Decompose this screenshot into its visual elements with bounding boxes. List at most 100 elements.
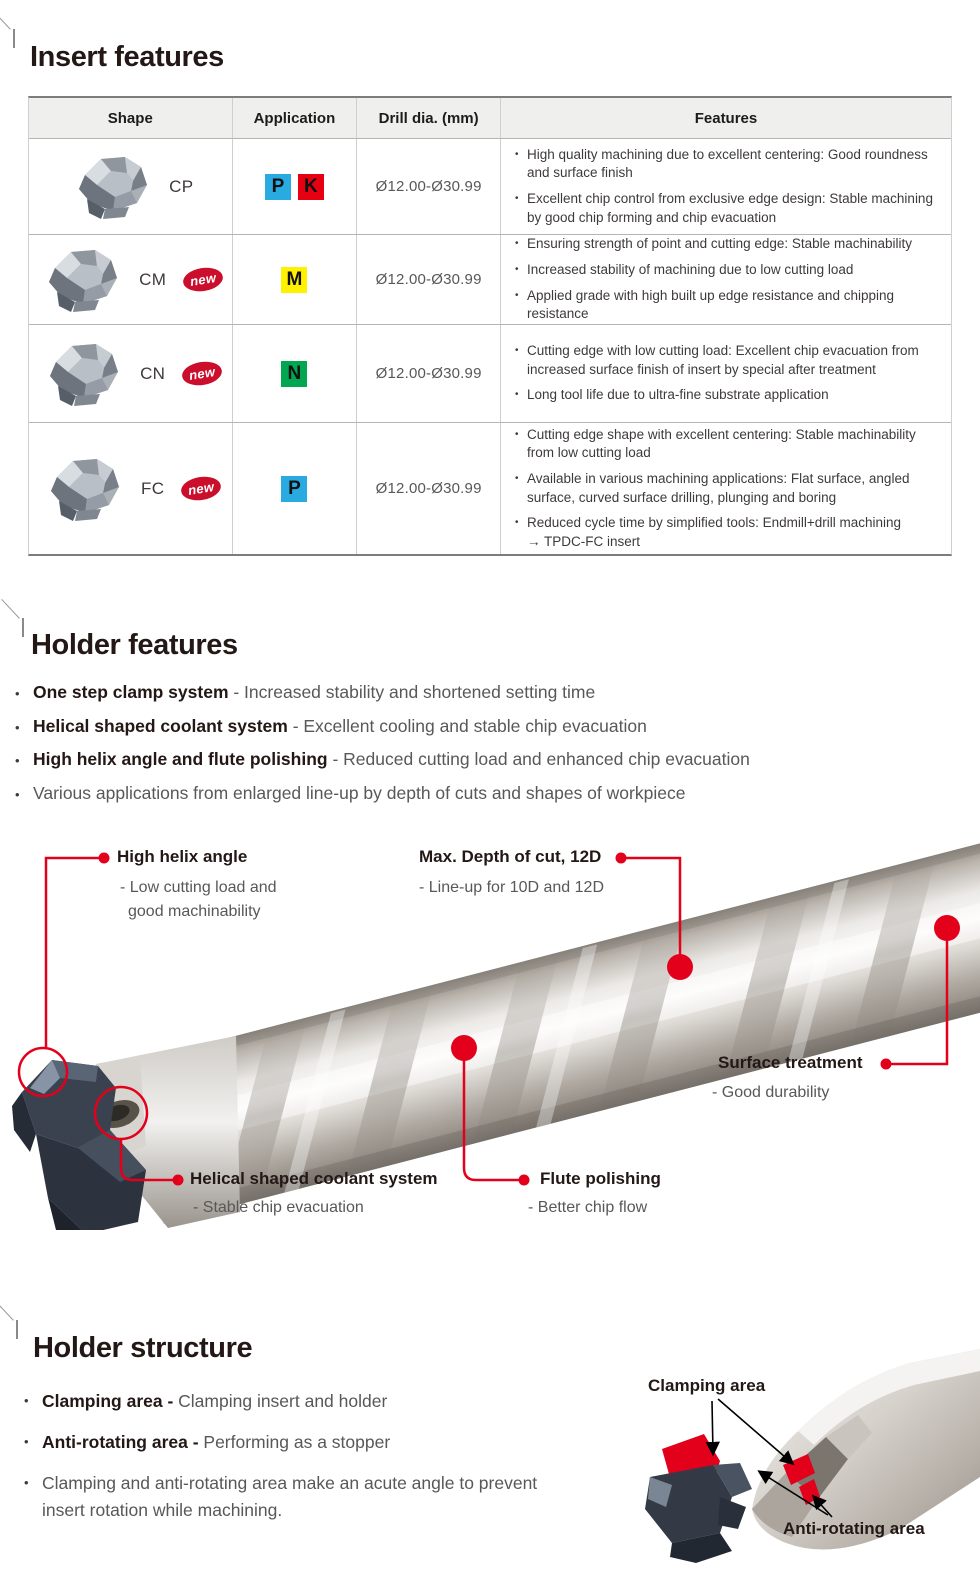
callout-line-coolant bbox=[119, 1139, 176, 1182]
new-badge: new bbox=[179, 473, 224, 504]
feature-item: • Long tool life due to ultra-fine substr… bbox=[515, 386, 941, 405]
callout-dots bbox=[98, 852, 960, 1186]
application-cell: M bbox=[231, 235, 357, 324]
corner-bracket bbox=[22, 618, 24, 637]
callout-circle-high-helix bbox=[17, 1046, 69, 1098]
application-badge-m: M bbox=[281, 266, 308, 293]
holder-structure-image bbox=[645, 1349, 980, 1563]
feature-item: •Increased stability of machining due to… bbox=[515, 261, 941, 280]
bullet-text: - Increased stability and shortened sett… bbox=[228, 682, 596, 702]
section-corner-mark bbox=[1, 599, 24, 638]
annotation-max-depth-desc: - Line-up for 10D and 12D bbox=[419, 879, 604, 896]
bullet-glyph: • bbox=[24, 1475, 29, 1491]
corner-diagonal-line bbox=[0, 10, 11, 30]
drill-dia-value: Ø12.00-Ø30.99 bbox=[375, 178, 482, 195]
application-cell: N bbox=[231, 325, 357, 422]
features-cell: • Cutting edge shape with excellent cente… bbox=[499, 423, 951, 554]
shape-content: CM new bbox=[37, 244, 225, 316]
drill-dia-value: Ø12.00-Ø30.99 bbox=[375, 365, 482, 382]
holder-structure-bullet-list: •Clamping area - Clamping insert and hol… bbox=[24, 1388, 569, 1539]
feature-text: Long tool life due to ultra-fine substra… bbox=[526, 387, 829, 403]
bullet-text: Various applications from enlarged line-… bbox=[33, 782, 686, 803]
bullet-glyph: • bbox=[24, 1393, 29, 1408]
insert-photo bbox=[50, 343, 119, 406]
bullet-glyph: • bbox=[514, 148, 519, 160]
bullet-glyph: • bbox=[15, 686, 20, 701]
application-badge-n: N bbox=[281, 360, 308, 387]
drill-dia-cell: Ø12.00-Ø30.99 bbox=[356, 325, 500, 422]
holder-structure-title: Holder structure bbox=[33, 1332, 253, 1364]
bullet-glyph: • bbox=[15, 786, 20, 802]
annotation-coolant-label: Helical shaped coolant system bbox=[190, 1169, 438, 1188]
structure-anti-rotating-area-label: Anti-rotating area bbox=[783, 1519, 925, 1538]
drill-dia-cell: Ø12.00-Ø30.99 bbox=[356, 235, 500, 324]
column-header-shape: Shape bbox=[107, 109, 153, 127]
drill-dia-value: Ø12.00-Ø30.99 bbox=[375, 480, 482, 497]
annotation-coolant-desc: - Stable chip evacuation bbox=[193, 1199, 364, 1216]
feature-text: Ensuring strength of point and cutting e… bbox=[526, 236, 912, 252]
annotation-high-helix-desc: - Low cutting load and bbox=[120, 879, 277, 896]
application-badges: P bbox=[281, 475, 308, 502]
structure-arrows bbox=[705, 1398, 833, 1518]
feature-text: Excellent chip control from exclusive ed… bbox=[526, 191, 933, 225]
shape-label: CM bbox=[139, 269, 167, 289]
structure-clamping-area-label: Clamping area bbox=[648, 1376, 766, 1395]
new-badge: new bbox=[180, 358, 225, 389]
annotation-max-depth-label: Max. Depth of cut, 12D bbox=[419, 847, 602, 866]
bullet-bold-text: One step clamp system bbox=[33, 682, 229, 702]
callout-lines bbox=[17, 856, 949, 1182]
feature-item: •Reduced cycle time by simplified tools:… bbox=[515, 514, 941, 551]
holder-structure-figure bbox=[600, 1337, 980, 1587]
feature-item: •Ensuring strength of point and cutting … bbox=[515, 235, 941, 254]
feature-text: Cutting edge with low cutting load: Exce… bbox=[526, 343, 919, 377]
bullet-item: •High helix angle and flute polishing - … bbox=[15, 749, 915, 769]
features-cell: •High quality machining due to excellent… bbox=[499, 139, 951, 234]
bullet-item: •Clamping area - Clamping insert and hol… bbox=[24, 1388, 569, 1415]
application-cell: P bbox=[231, 423, 357, 554]
application-badges: N bbox=[281, 360, 308, 387]
section-corner-mark bbox=[0, 1301, 18, 1340]
bullet-text: - Reduced cutting load and enhanced chip… bbox=[327, 749, 750, 769]
feature-item: • Available in various machining applicat… bbox=[515, 470, 941, 507]
bullet-glyph: • bbox=[514, 389, 519, 401]
bullet-item: • One step clamp system - Increased stabi… bbox=[15, 682, 915, 702]
shape-cell: CP bbox=[29, 139, 232, 234]
bullet-glyph: • bbox=[24, 1434, 29, 1450]
bullet-glyph: • bbox=[514, 472, 519, 484]
annotation-flute-label: Flute polishing bbox=[540, 1169, 661, 1188]
insert-features-table: Shape Application Drill dia. (mm) Featur… bbox=[28, 96, 952, 556]
features-list: •High quality machining due to excellent… bbox=[501, 136, 951, 238]
annotation-high-helix-label: High helix angle bbox=[117, 847, 248, 866]
feature-text: Reduced cycle time by simplified tools: … bbox=[526, 515, 902, 549]
shape-cell: CM new bbox=[29, 235, 232, 324]
application-badge-p: P bbox=[264, 173, 291, 200]
feature-text: Cutting edge shape with excellent center… bbox=[526, 426, 916, 461]
corner-bracket bbox=[16, 1320, 18, 1339]
table-header-row: Shape Application Drill dia. (mm) Featur… bbox=[29, 98, 951, 138]
bullet-text: Clamping insert and holder bbox=[178, 1391, 388, 1411]
annotation-high-helix-desc: good machinability bbox=[128, 903, 261, 920]
drill-body bbox=[122, 830, 980, 1224]
bullet-glyph: • bbox=[514, 428, 519, 440]
new-badge: new bbox=[181, 264, 225, 295]
annotation-surface-label: Surface treatment bbox=[718, 1053, 863, 1072]
drill-dia-cell: Ø12.00-Ø30.99 bbox=[356, 423, 500, 554]
application-badge-p: P bbox=[281, 475, 308, 502]
annotation-surface-desc: - Good durability bbox=[712, 1084, 830, 1101]
feature-text: Available in various machining applicati… bbox=[526, 470, 910, 505]
insert-features-title: Insert features bbox=[30, 41, 224, 73]
insert-photo bbox=[51, 458, 120, 521]
corner-diagonal-line bbox=[1, 599, 20, 619]
feature-item: • Cutting edge shape with excellent cente… bbox=[515, 426, 941, 463]
bullet-glyph: • bbox=[15, 753, 20, 768]
bullet-glyph: • bbox=[514, 289, 519, 301]
